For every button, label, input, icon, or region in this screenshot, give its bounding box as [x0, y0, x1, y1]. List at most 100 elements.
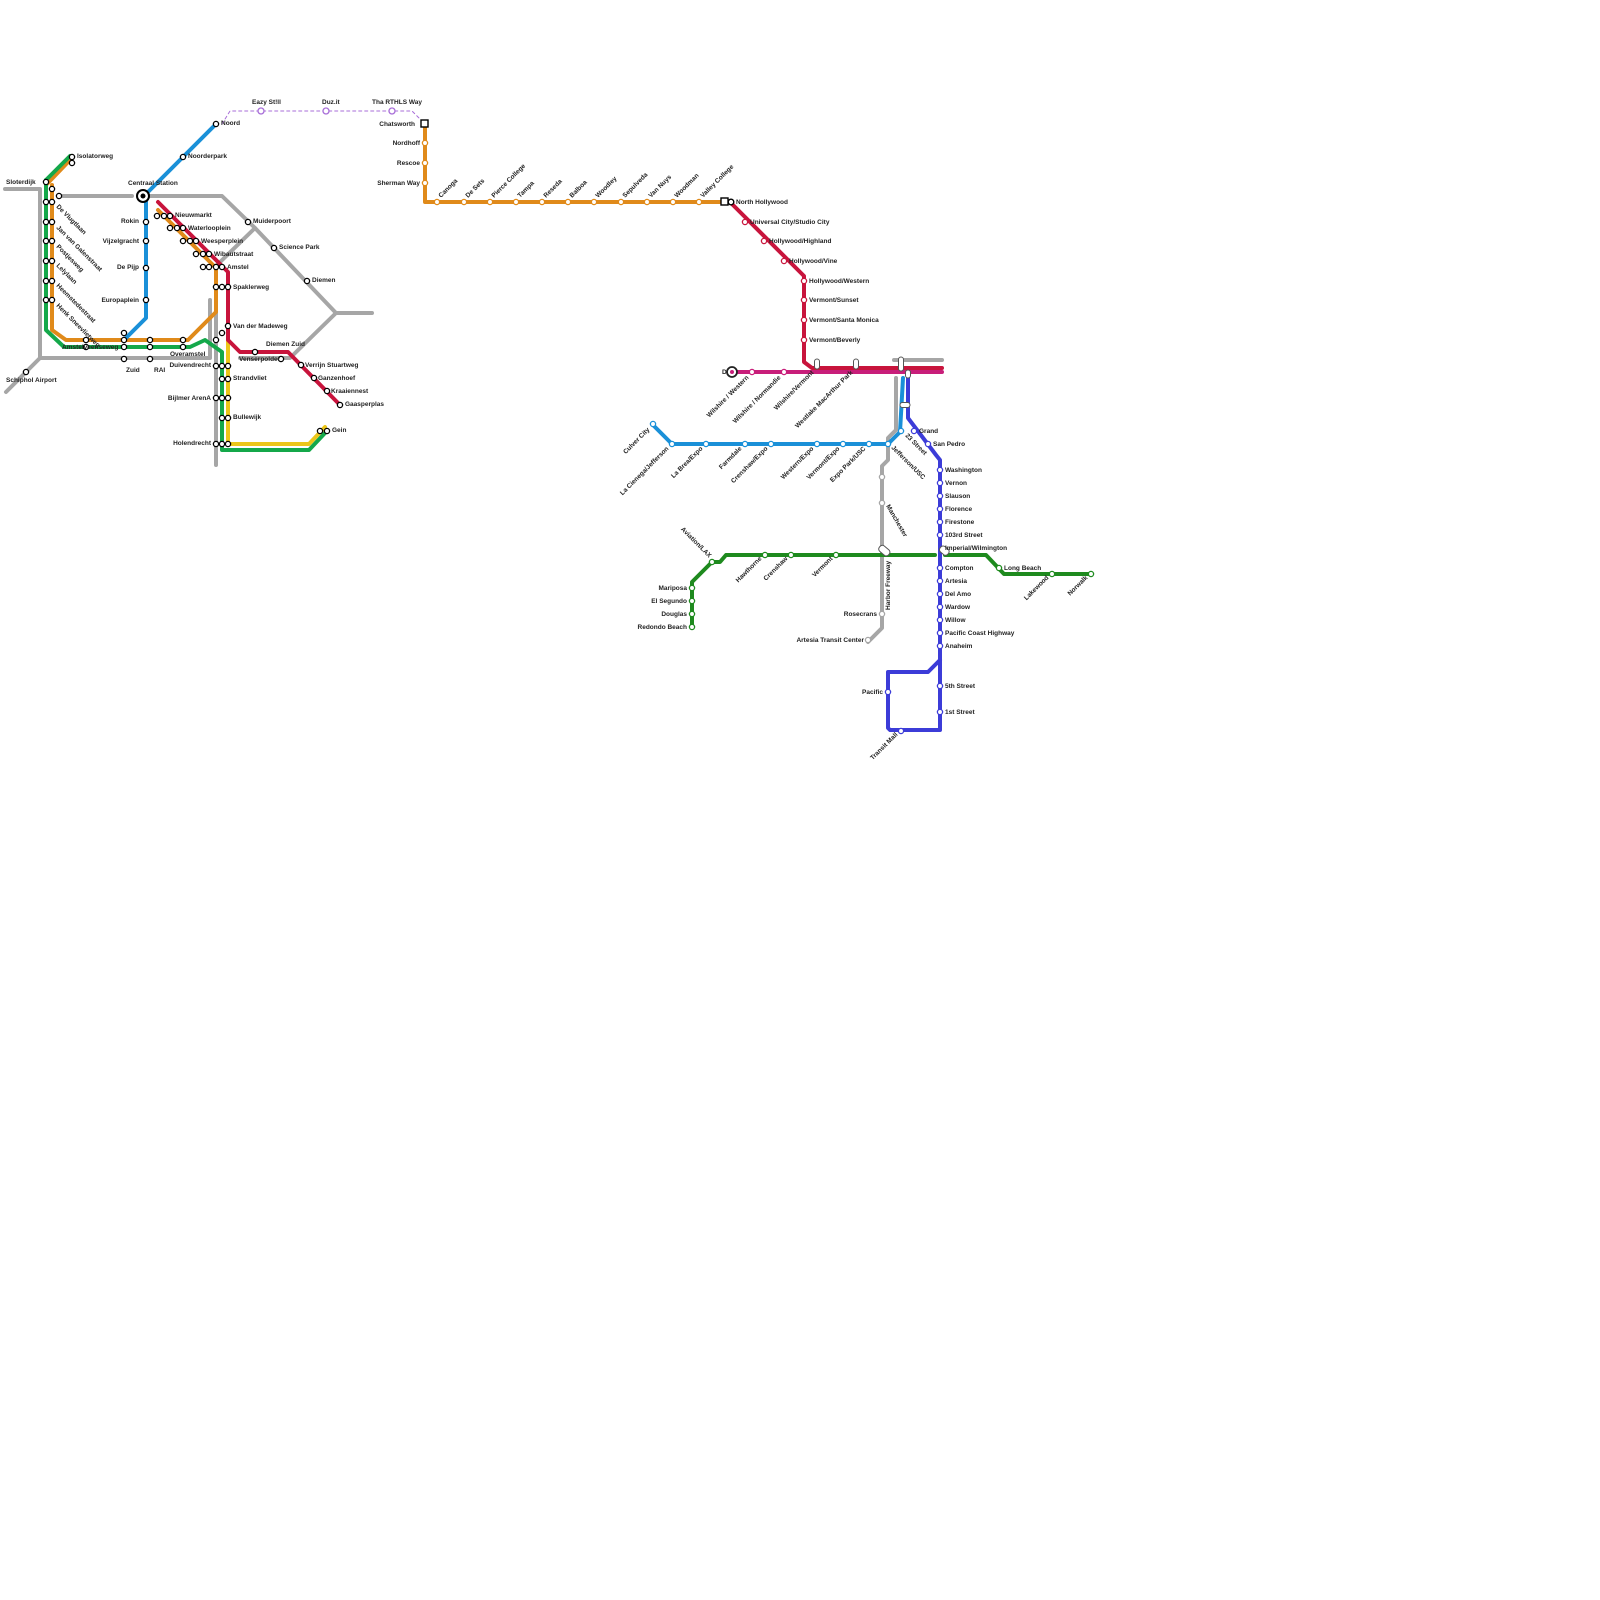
station-marker: [120, 343, 128, 351]
route-lines: [3, 110, 1093, 732]
station-marker: [218, 375, 226, 383]
station-marker: [878, 610, 886, 618]
station-marker: [48, 277, 56, 285]
station-label: Verrijn Stuartweg: [305, 362, 358, 369]
station-label: Rosecrans: [844, 611, 878, 618]
station-label: Gaasperplas: [345, 401, 384, 408]
station-marker: [748, 368, 756, 376]
station-marker: [780, 368, 788, 376]
station-label: Long Beach: [1004, 565, 1041, 572]
station-label: Mariposa: [658, 585, 687, 592]
station-marker: [212, 362, 220, 370]
station-label: Science Park: [279, 244, 320, 251]
station-marker: [42, 257, 50, 265]
station-label: Vernon: [945, 480, 967, 487]
station-label: Rescoe: [397, 160, 421, 167]
station-label: Bullewijk: [233, 414, 262, 421]
interchange-marker: [853, 358, 859, 370]
interchange-marker: [814, 358, 820, 370]
station-marker: [146, 343, 154, 351]
station-marker: [166, 224, 174, 232]
station-label: Artesia Transit Center: [796, 637, 864, 644]
station-label: Noord: [221, 120, 240, 127]
station-label: San Pedro: [933, 441, 965, 448]
station-label: Schiphol Airport: [6, 377, 58, 384]
station-marker: [48, 296, 56, 304]
station-label: Duz.it: [322, 99, 341, 106]
station-marker: [179, 153, 187, 161]
line-grey-schiphol: [4, 356, 42, 394]
station-label: Hawthorne: [735, 555, 764, 584]
station-label: Washington: [945, 467, 982, 474]
station-label: Douglas: [661, 611, 687, 618]
station-label: Lakewood: [1023, 574, 1050, 601]
station-marker: [1087, 570, 1095, 578]
line-green-east: [943, 553, 1093, 576]
station-marker: [142, 237, 150, 245]
station-marker: [538, 198, 546, 206]
station-marker: [224, 375, 232, 383]
station-marker: [42, 178, 50, 186]
interchange-marker: [905, 369, 911, 379]
station-marker: [936, 629, 944, 637]
station-marker: [936, 708, 944, 716]
station-label: Tha RTHLS Way: [372, 99, 422, 106]
station-label: Waterlooplein: [188, 225, 231, 232]
station-marker: [668, 440, 676, 448]
station-label: Hollywood/Western: [809, 278, 869, 285]
station-marker: [218, 414, 226, 422]
station-marker: [212, 440, 220, 448]
station-label: Florence: [945, 506, 972, 513]
station-label: Holendrecht: [173, 440, 212, 447]
station-marker: [323, 387, 331, 395]
station-marker: [42, 218, 50, 226]
station-marker: [936, 531, 944, 539]
station-marker: [179, 237, 187, 245]
line-green-north: [44, 154, 72, 182]
station-label: Zuid: [126, 367, 140, 374]
station-label: Rokin: [121, 218, 139, 225]
station-marker: [82, 343, 90, 351]
station-marker: [257, 107, 265, 115]
station-marker: [564, 198, 572, 206]
station-marker: [761, 551, 769, 559]
station-label: El Segundo: [651, 598, 687, 605]
station-marker: [688, 584, 696, 592]
station-label: De Sets: [464, 177, 486, 199]
station-marker: [244, 218, 252, 226]
station-marker: [42, 237, 50, 245]
station-marker: [649, 420, 657, 428]
station-label: Weesperplein: [201, 238, 243, 245]
station-label: Anaheim: [945, 643, 973, 650]
station-label: Aviation/LAX: [679, 526, 713, 560]
station-label: Overamstel: [170, 351, 206, 358]
station-marker: [120, 336, 128, 344]
station-marker: [205, 250, 213, 258]
interchange-marker: [938, 545, 950, 556]
station-marker: [224, 440, 232, 448]
terminal-marker: [720, 197, 729, 206]
station-marker: [688, 623, 696, 631]
station-label: La Brea/Expo: [670, 445, 704, 479]
station-marker: [421, 159, 429, 167]
station-marker: [48, 218, 56, 226]
station-marker: [218, 394, 226, 402]
station-marker: [48, 257, 56, 265]
station-marker: [910, 427, 918, 435]
station-marker: [832, 551, 840, 559]
station-label: Vermont/Beverly: [809, 337, 861, 344]
station-marker: [590, 198, 598, 206]
station-marker: [42, 198, 50, 206]
station-label: North Hollywood: [736, 199, 788, 206]
station-label: Nieuwmarkt: [175, 212, 213, 219]
station-marker: [192, 237, 200, 245]
station-marker: [212, 336, 220, 344]
station-label: Vermont/Sunset: [809, 297, 859, 304]
station-marker: [688, 610, 696, 618]
station-marker: [336, 401, 344, 409]
station-marker: [878, 473, 886, 481]
station-marker: [433, 198, 441, 206]
station-marker: [688, 597, 696, 605]
station-label: Wardow: [945, 604, 971, 611]
